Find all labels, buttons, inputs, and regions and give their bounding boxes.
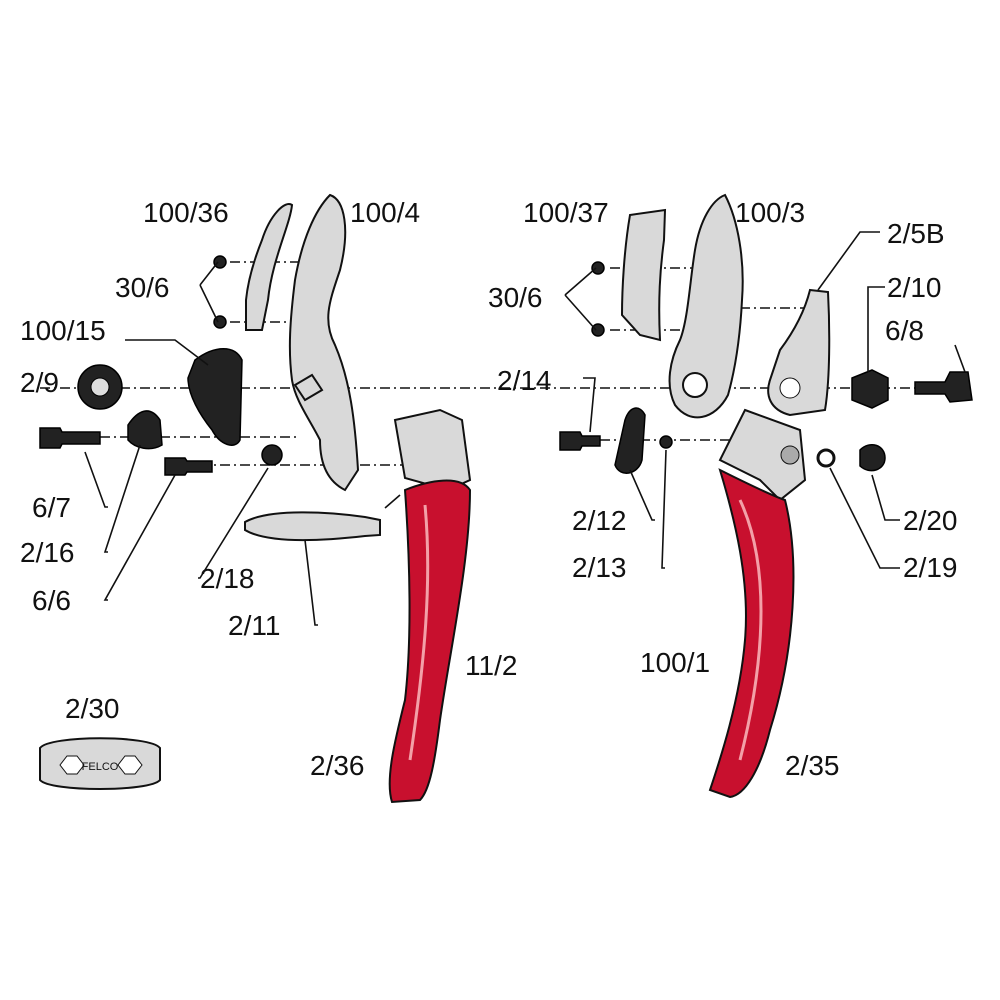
- label-2-12: 2/12: [572, 505, 627, 536]
- handle-pivot: [780, 445, 800, 465]
- leader-100-15: [125, 339, 209, 366]
- screw-30-6-right-top: [591, 261, 605, 275]
- label-2-30: 2/30: [65, 693, 120, 724]
- label-100-3: 100/3: [735, 197, 805, 228]
- leader-6-6: [103, 474, 176, 601]
- label-6-7: 6/7: [32, 492, 71, 523]
- label-2-11: 2/11: [228, 610, 280, 641]
- spring-2-11: [244, 511, 381, 542]
- gear-hole: [90, 377, 110, 397]
- part-100-15: [187, 348, 243, 446]
- hex-hole-left: [59, 755, 85, 775]
- leader-6-7: [84, 451, 108, 508]
- blade-pivot-hole: [682, 372, 708, 398]
- label-2-13: 2/13: [572, 552, 627, 583]
- handle-head-right: [718, 408, 807, 502]
- leader-2-16: [103, 444, 141, 553]
- label-2-36: 2/36: [310, 750, 365, 781]
- leader-2-5B: [817, 231, 880, 291]
- screw-6-6: [164, 457, 213, 476]
- label-30-6-right: 30/6: [488, 282, 543, 313]
- leader-2-12: [629, 469, 655, 521]
- blade-part-100-3: [668, 193, 744, 419]
- screw-2-14: [559, 431, 601, 451]
- leader-6-8: [954, 344, 966, 373]
- screw-6-7: [39, 427, 101, 449]
- handle-100-1: [708, 468, 795, 799]
- handle-head-left: [393, 408, 472, 492]
- handle-11-2: [388, 479, 472, 804]
- label-2-18: 2/18: [200, 563, 255, 594]
- label-30-6-left: 30/6: [115, 272, 170, 303]
- blade-part-100-36: [245, 203, 294, 331]
- label-2-35: 2/35: [785, 750, 840, 781]
- part-2-5B-hole: [779, 377, 801, 399]
- washer-2-13: [659, 435, 673, 449]
- screw-30-6-right-bottom: [591, 323, 605, 337]
- label-100-1: 100/1: [640, 647, 710, 678]
- leader-30-6-left: [199, 261, 219, 323]
- label-2-9: 2/9: [20, 367, 59, 398]
- label-2-19: 2/19: [903, 552, 958, 583]
- leader-30-6-right: [564, 267, 597, 331]
- screw-30-6-top: [213, 255, 227, 269]
- bolt-6-8: [914, 371, 973, 403]
- label-6-6: 6/6: [32, 585, 71, 616]
- cap-2-20: [859, 443, 886, 472]
- ring-2-19: [816, 448, 836, 468]
- handle-highlight-right: [738, 499, 763, 761]
- leader-2-18: [198, 467, 269, 579]
- blade-part-100-37: [620, 208, 667, 342]
- hex-hole-right: [117, 755, 143, 775]
- label-6-8: 6/8: [885, 315, 924, 346]
- leader-2-11: [304, 539, 318, 626]
- handle-highlight-left: [408, 504, 430, 761]
- blade-part-100-4: [288, 193, 360, 492]
- leader-2-20: [871, 474, 900, 521]
- pivot-hole: [293, 373, 324, 402]
- label-2-16: 2/16: [20, 537, 75, 568]
- label-2-20: 2/20: [903, 505, 958, 536]
- label-2-10: 2/10: [887, 272, 942, 303]
- part-2-16: [127, 410, 163, 450]
- leader-2-13: [661, 449, 667, 569]
- label-2-5B: 2/5B: [887, 218, 945, 249]
- tool-2-30: [39, 737, 161, 790]
- part-2-5B: [767, 288, 831, 417]
- leader-2-10: [867, 286, 885, 372]
- label-100-15: 100/15: [20, 315, 106, 346]
- leader-2-19: [829, 467, 900, 569]
- label-100-36: 100/36: [143, 197, 229, 228]
- felco-logo: FELCO: [82, 761, 119, 773]
- leader-handle-left: [384, 494, 401, 509]
- label-2-14: 2/14: [497, 365, 552, 396]
- leader-2-14: [583, 377, 596, 433]
- label-100-4: 100/4: [350, 197, 420, 228]
- nut-2-18: [261, 444, 283, 466]
- part-2-12: [614, 407, 646, 474]
- label-11-2: 11/2: [465, 650, 517, 681]
- bushing-2-10: [851, 369, 889, 409]
- label-100-37: 100/37: [523, 197, 609, 228]
